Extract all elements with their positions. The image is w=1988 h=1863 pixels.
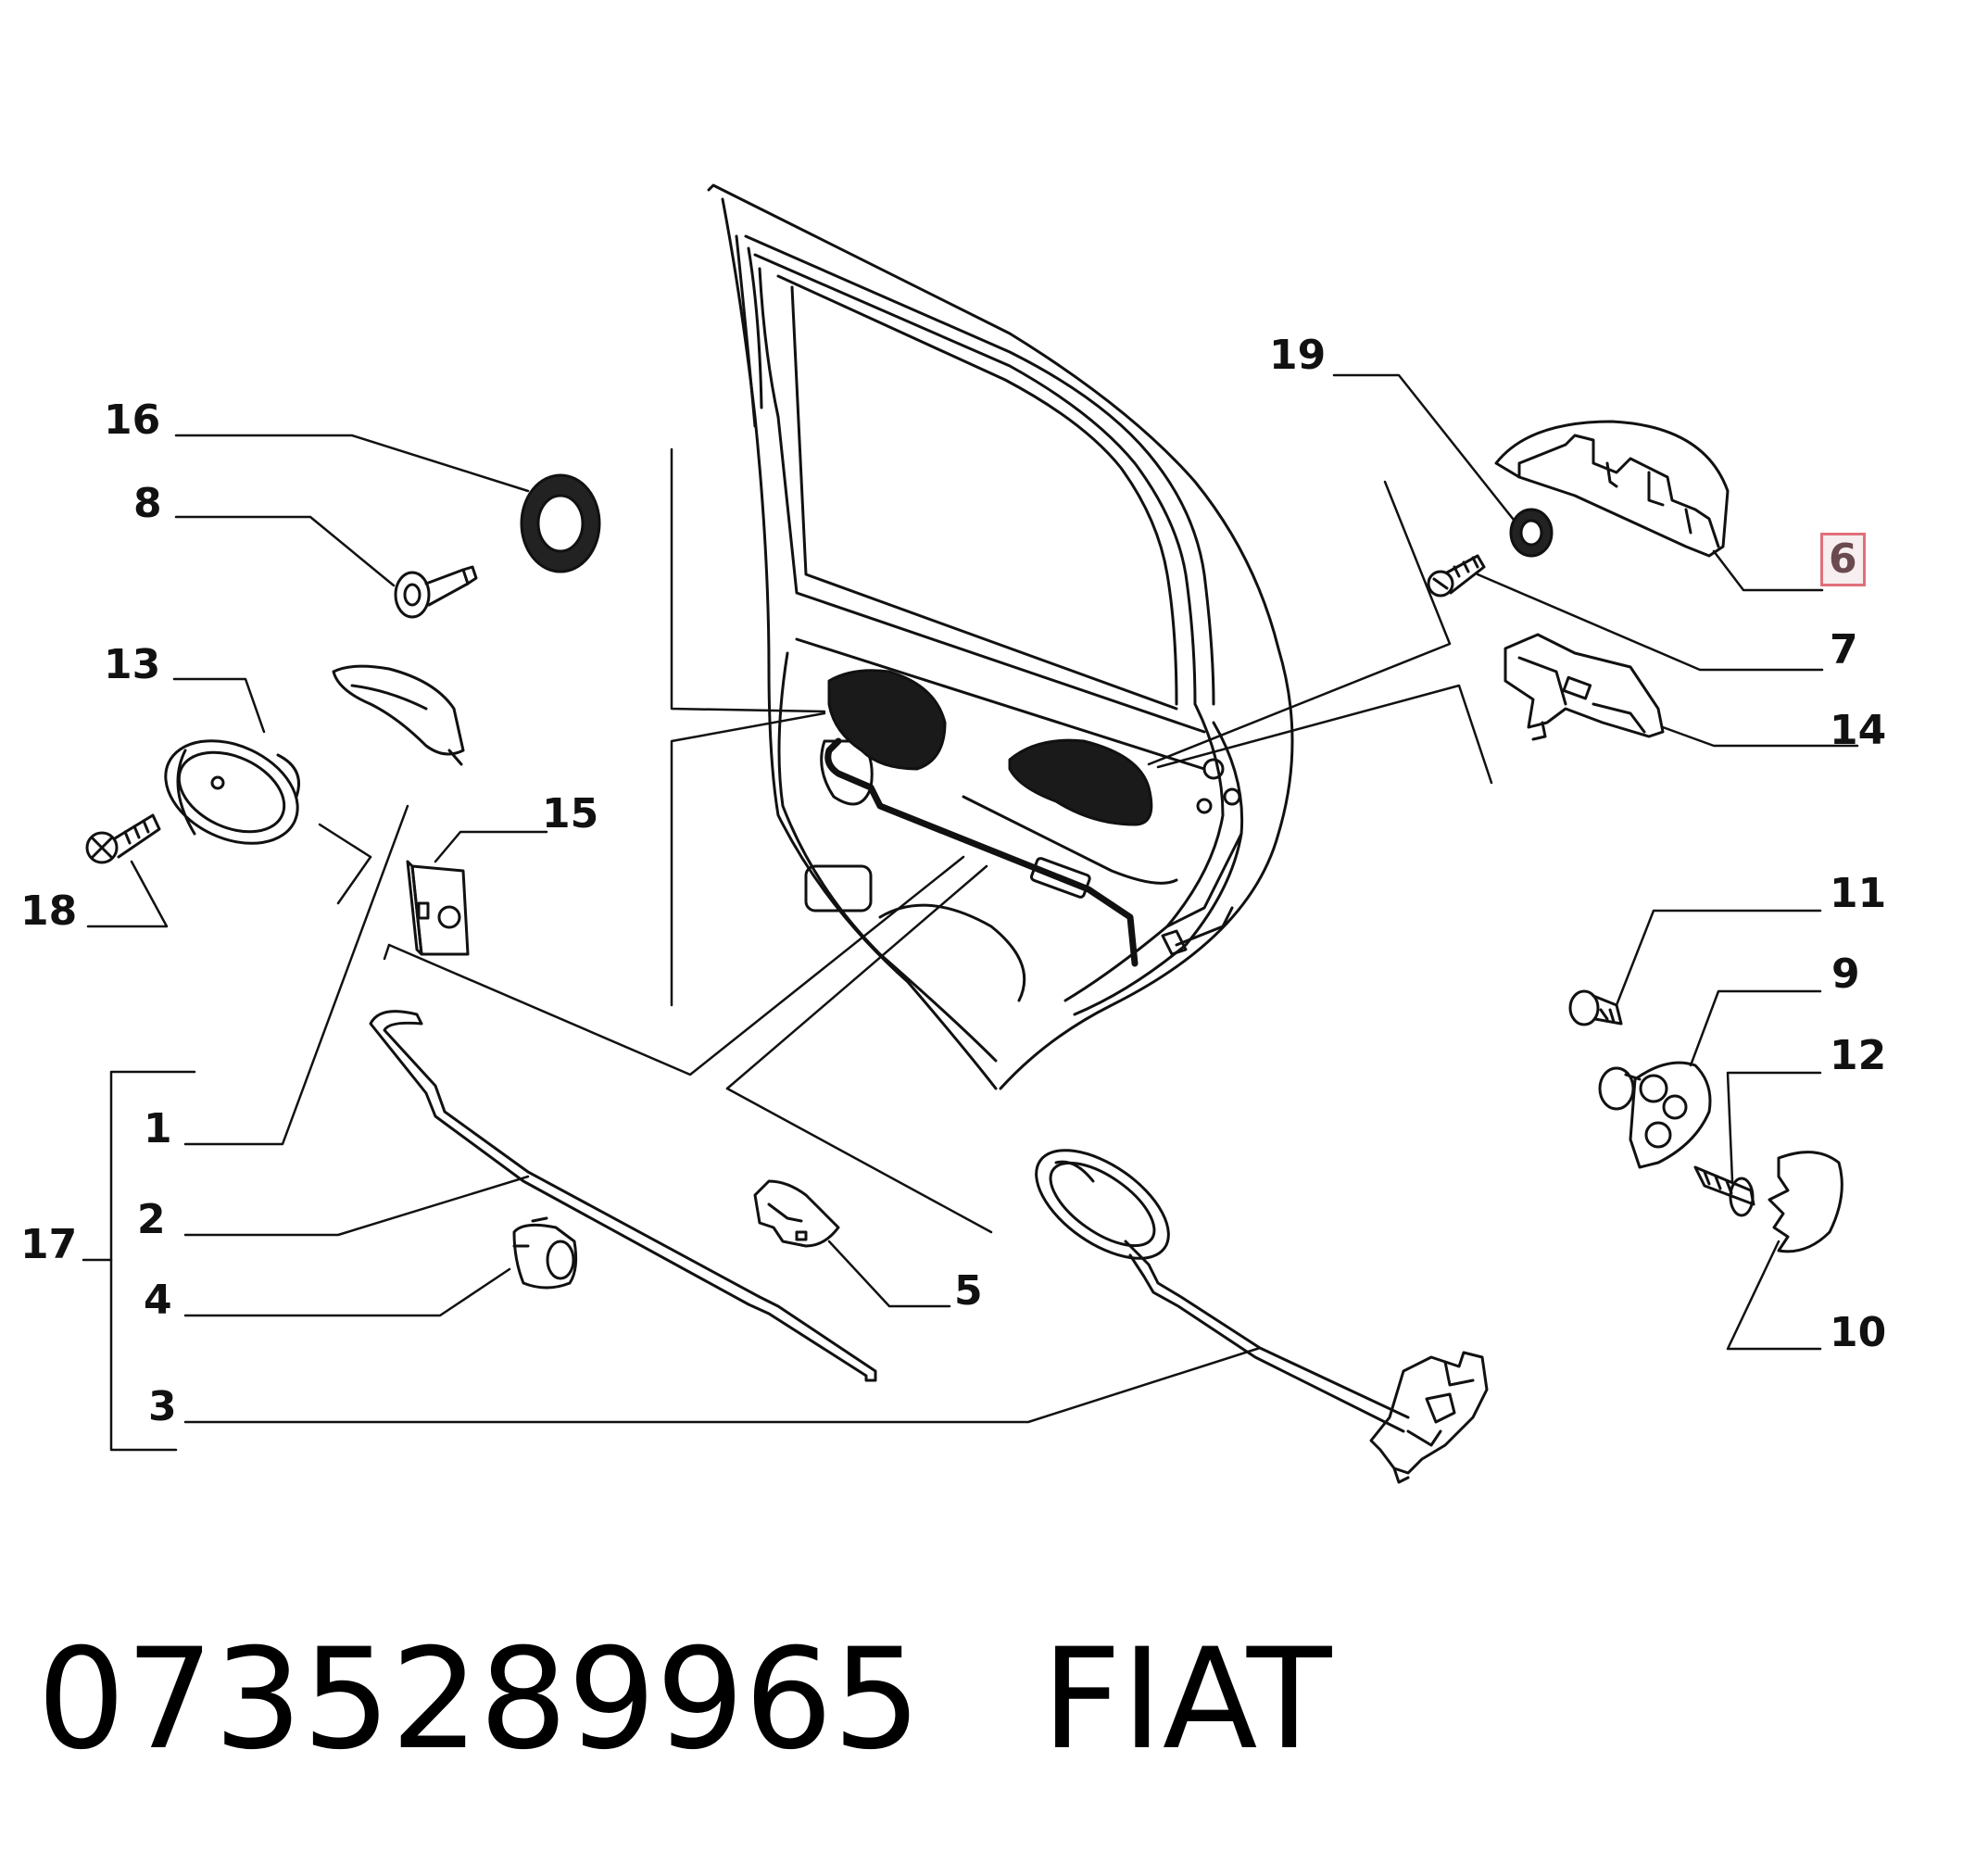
part-label-1: 1 — [144, 1105, 172, 1152]
part-label-2: 2 — [137, 1196, 166, 1243]
part-inner-handle — [333, 666, 463, 764]
part-16-ring — [522, 475, 599, 572]
exploded-parts-diagram: 19 16 8 6 7 13 14 15 18 11 9 12 1 2 17 5… — [0, 0, 1988, 1575]
part-14-bracket — [1505, 635, 1663, 739]
part-8-pin — [396, 567, 476, 617]
brand-name: FIAT — [1041, 1619, 1332, 1781]
part-label-16: 16 — [104, 397, 161, 444]
part-label-12: 12 — [1830, 1032, 1887, 1079]
part-6-cover — [1496, 422, 1728, 556]
part-label-9: 9 — [1831, 950, 1860, 998]
leader-lines — [320, 449, 1491, 1232]
part-label-3: 3 — [148, 1383, 177, 1430]
diagram-drawing — [0, 0, 1988, 1575]
part-label-19: 19 — [1269, 332, 1327, 379]
part-2-rod — [371, 1012, 875, 1380]
part-label-13: 13 — [104, 641, 161, 688]
part-label-15: 15 — [542, 790, 599, 837]
part-number: 0735289965 — [37, 1619, 922, 1781]
part-12-screw — [1695, 1167, 1754, 1215]
part-19-washer — [1511, 510, 1552, 556]
part-label-6: 6 — [1820, 533, 1866, 586]
part-3-handle-rod — [1018, 1129, 1408, 1431]
part-10-shim — [1769, 1152, 1842, 1252]
label-leader-lines — [83, 375, 1857, 1450]
part-label-17: 17 — [20, 1221, 78, 1268]
part-label-7: 7 — [1830, 626, 1858, 673]
part-9-striker — [1600, 1063, 1710, 1167]
part-label-4: 4 — [144, 1277, 172, 1324]
part-label-10: 10 — [1830, 1309, 1887, 1356]
part-13-bezel — [149, 721, 314, 863]
part-label-14: 14 — [1830, 707, 1887, 754]
part-15-grommet — [408, 862, 468, 954]
part-7-screw — [1428, 556, 1484, 596]
part-label-8: 8 — [133, 480, 162, 527]
part-label-5: 5 — [954, 1267, 983, 1315]
part-4-clip — [514, 1218, 576, 1288]
part-label-18: 18 — [20, 887, 78, 935]
part-latch — [1371, 1353, 1487, 1482]
part-18-screw — [87, 815, 159, 862]
part-5-clip — [755, 1181, 838, 1246]
door-panel — [709, 185, 1292, 1089]
part-label-11: 11 — [1830, 870, 1887, 917]
part-11-bolt — [1570, 991, 1621, 1025]
